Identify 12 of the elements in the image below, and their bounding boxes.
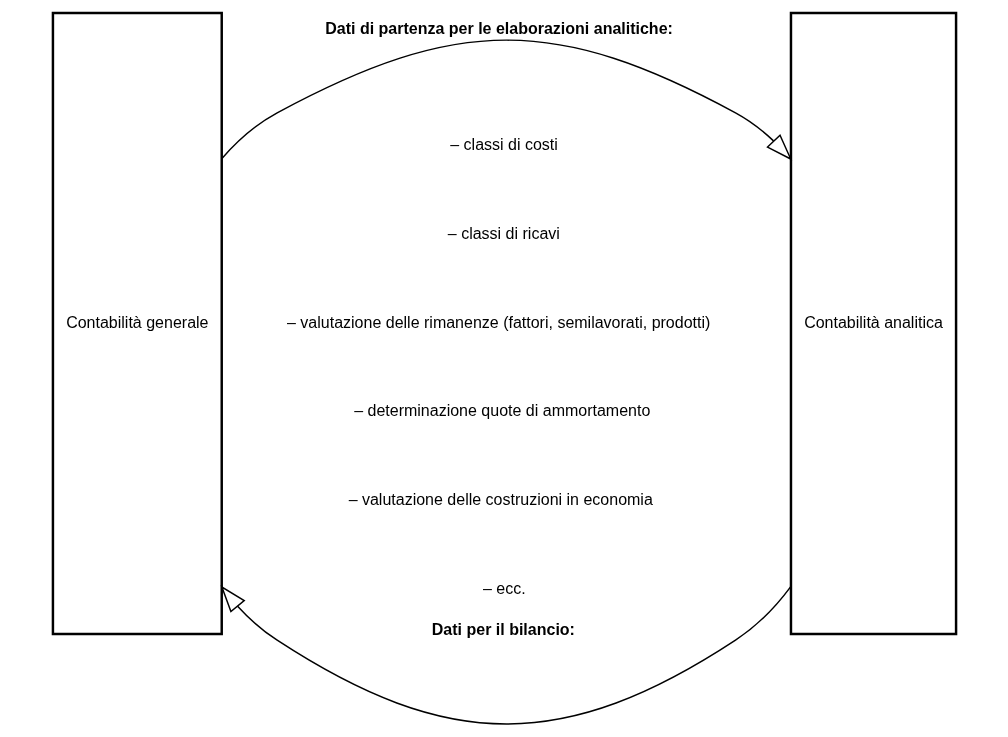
arrow [220, 39, 792, 161]
label: – valutazione delle rimanenze (fattori, semilavorati, prodotti) [286, 313, 710, 331]
edge-label: Dati di partenza per le elaborazioni analitiche: [324, 20, 673, 38]
node-box: Contabilità generale [51, 11, 223, 636]
label: – classi di costi [449, 136, 558, 154]
label: – ecc. [482, 579, 526, 597]
label: – valutazione delle costruzioni in economia [348, 491, 653, 509]
label: – determinazione quote di ammortamento [353, 402, 650, 420]
arrow [219, 585, 791, 725]
label: – classi di ricavi [447, 225, 560, 242]
node-box: Contabilità analitica [789, 11, 957, 636]
edge-label: Dati per il bilancio: [431, 620, 575, 638]
